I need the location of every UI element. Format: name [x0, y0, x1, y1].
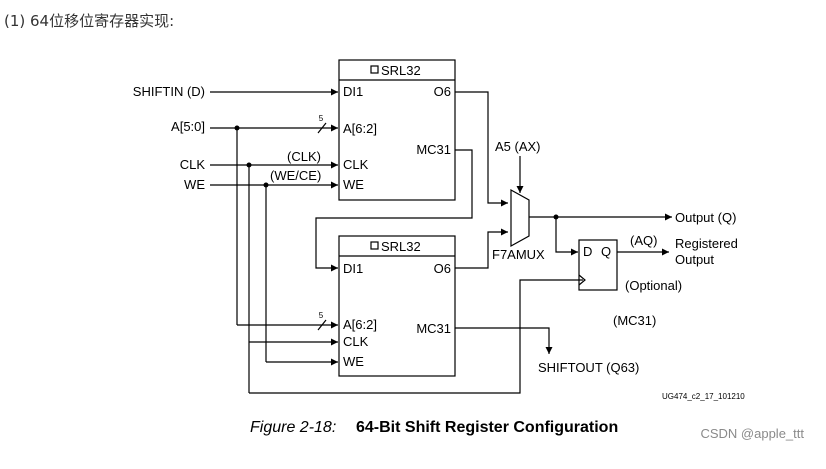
shiftout-wire [455, 327, 553, 354]
bus-width-top-label: 5 [319, 114, 324, 123]
figure-number: Figure 2-18: [250, 419, 336, 436]
ff-optional-label: (Optional) [625, 278, 682, 293]
aq-label: (AQ) [630, 233, 657, 248]
o6-bottom-to-mux-wire [455, 228, 508, 269]
srl-bottom-we-pin: WE [343, 354, 364, 369]
srl-top-o6-pin: O6 [434, 84, 451, 99]
ff-clock-triangle [578, 274, 586, 286]
srl32-top-block: SRL32 DI1 A[6:2] CLK WE O6 MC31 [338, 59, 456, 201]
bus-slash-bottom [317, 319, 327, 331]
srl-top-clk-pin: CLK [343, 157, 369, 172]
srl-bottom-o6-pin: O6 [434, 261, 451, 276]
srl-top-mc31-pin: MC31 [416, 142, 451, 157]
shiftout-label: SHIFTOUT (Q63) [538, 360, 639, 375]
cascade-mc31-to-di-wire [315, 149, 473, 272]
srl-bottom-mc31-pin: MC31 [416, 321, 451, 336]
srl-top-title: SRL32 [381, 63, 421, 78]
figure-title: 64-Bit Shift Register Configuration [356, 419, 618, 436]
clk-input-label: CLK [180, 157, 206, 172]
csdn-watermark: CSDN @apple_ttt [700, 426, 804, 441]
srl-bottom-title: SRL32 [381, 239, 421, 254]
bus-slash-top [317, 122, 327, 134]
shiftin-input-label: SHIFTIN (D) [133, 84, 205, 99]
output-q-label: Output (Q) [675, 210, 736, 225]
mc31-output-label: (MC31) [613, 313, 656, 328]
ff-q-pin: Q [601, 244, 611, 259]
mux-select-label: A5 (AX) [495, 139, 541, 154]
address-input-label: A[5:0] [171, 119, 205, 134]
srl-bottom-clk-pin: CLK [343, 334, 369, 349]
f7amux: A5 (AX) F7AMUX [492, 139, 545, 262]
we-ce-wire-label: (WE/CE) [270, 168, 321, 183]
srl-bottom-di-pin: DI1 [343, 261, 363, 276]
clk-to-ff-wire [249, 279, 583, 394]
registered-output-label-line2: Output [675, 252, 714, 267]
registered-output-label-line1: Registered [675, 236, 738, 251]
srl32-bottom-block: SRL32 DI1 A[6:2] CLK WE O6 MC31 [338, 235, 456, 377]
o6-top-to-mux-wire [455, 91, 508, 207]
srl-top-we-pin: WE [343, 177, 364, 192]
bus-width-bottom-label: 5 [319, 311, 324, 320]
flip-flop: D Q (Optional) [578, 239, 682, 293]
we-input-label: WE [184, 177, 205, 192]
page-heading: (1) 64位移位寄存器实现: [4, 12, 175, 30]
srl-top-di-pin: DI1 [343, 84, 363, 99]
doc-id-label: UG474_c2_17_101210 [662, 392, 745, 401]
mux-name-label: F7AMUX [492, 247, 545, 262]
mux-to-ff-d-wire [555, 217, 578, 256]
srl-top-addr-pin: A[6:2] [343, 121, 377, 136]
ff-d-pin: D [583, 244, 592, 259]
srl-bottom-addr-pin: A[6:2] [343, 317, 377, 332]
clk-wire-label: (CLK) [287, 149, 321, 164]
